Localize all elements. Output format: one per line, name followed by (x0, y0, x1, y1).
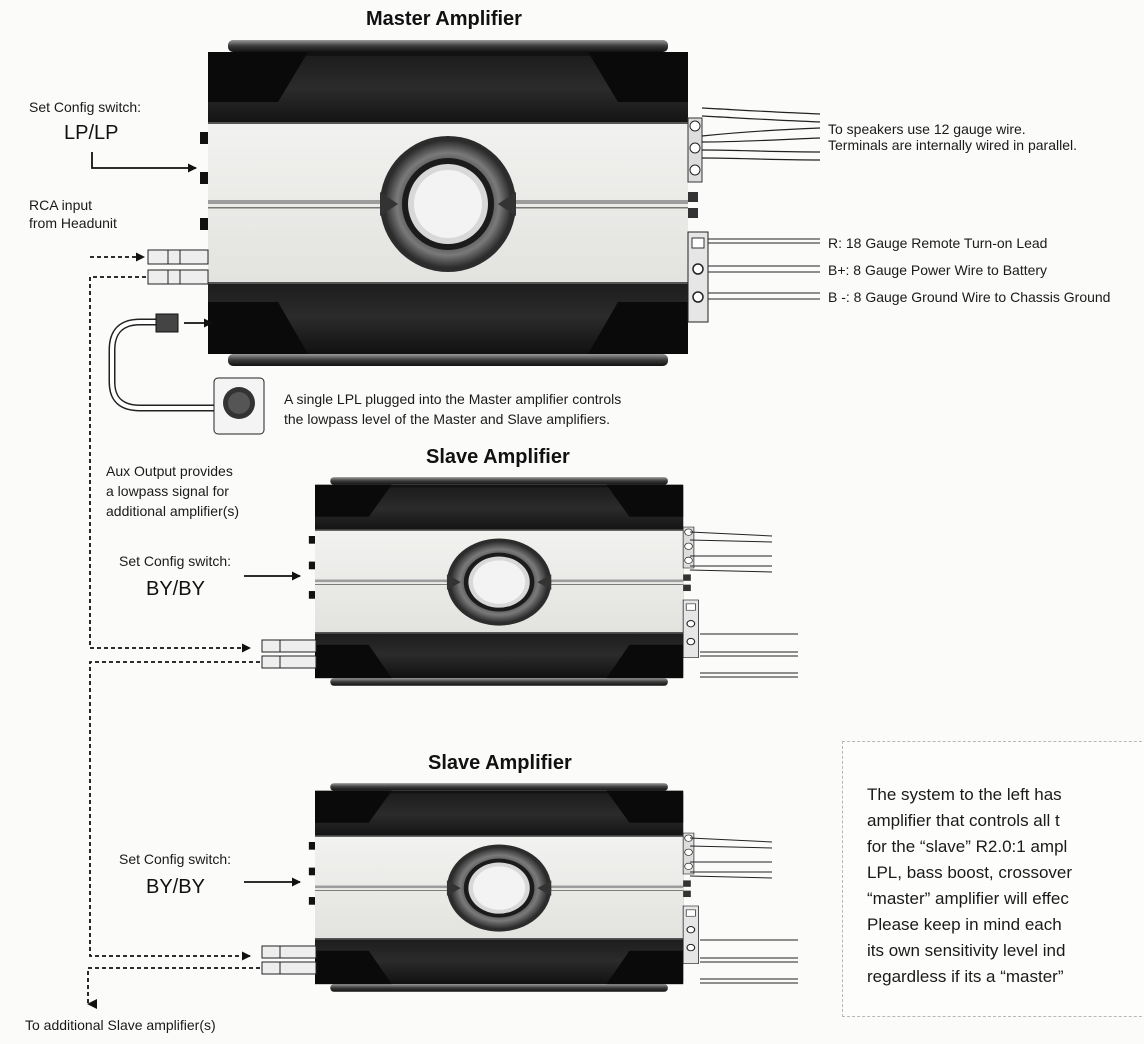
slave-1-rca-jacks (261, 639, 317, 669)
remote-lead-label: R: 18 Gauge Remote Turn-on Lead (828, 235, 1048, 251)
aux-note-line-3: additional amplifier(s) (106, 503, 240, 519)
note-line: for the “slave” R2.0:1 ampl (867, 837, 1068, 856)
master-config-value: LP/LP (64, 122, 119, 144)
ground-wire-label: B -: 8 Gauge Ground Wire to Chassis Grou… (828, 289, 1111, 305)
slave-2-rca-jacks (261, 945, 317, 975)
slave-amplifier-2-body (308, 782, 700, 993)
slave-1-aux-dashed-path (89, 661, 260, 961)
note-line: amplifier that controls all t (867, 811, 1060, 830)
rca-input-label-line-1: RCA input (29, 197, 93, 213)
slave-2-config-value: BY/BY (146, 876, 205, 898)
aux-output-dashed-path (89, 276, 251, 653)
footer-note: To additional Slave amplifier(s) (25, 1017, 216, 1033)
slave-2-aux-dashed-path (87, 967, 260, 1009)
rca-input-label-line-2: from Headunit (29, 215, 117, 231)
speaker-note-line-2: Terminals are internally wired in parall… (828, 137, 1077, 153)
battery-wire-label: B+: 8 Gauge Power Wire to Battery (828, 262, 1048, 278)
lpl-remote-knob (108, 313, 265, 435)
slave-1-config-value: BY/BY (146, 578, 205, 600)
slave-amplifier-2-title: Slave Amplifier (428, 752, 572, 774)
aux-note-line-2: a lowpass signal for (106, 483, 229, 499)
lpl-note-line-2: the lowpass level of the Master and Slav… (284, 411, 611, 427)
master-speaker-wires (701, 107, 821, 161)
lpl-note-line-1: A single LPL plugged into the Master amp… (284, 391, 622, 407)
system-note-box: The system to the left has amplifier tha… (842, 741, 1144, 1017)
config-arrow-master (91, 152, 197, 173)
slave-2-config-label: Set Config switch: (119, 851, 232, 867)
slave-1-power-wires (700, 633, 798, 678)
slave-amplifier-1-body (308, 476, 700, 687)
aux-note-line-1: Aux Output provides (106, 463, 233, 479)
slave-2-speaker-wires (689, 837, 773, 879)
note-line: its own sensitivity level ind (867, 941, 1066, 960)
note-line: LPL, bass boost, crossover (867, 863, 1073, 882)
note-line: Please keep in mind each (867, 915, 1062, 934)
note-line: “master” amplifier will effec (867, 889, 1069, 908)
slave-1-config-label: Set Config switch: (119, 553, 232, 569)
master-rca-jacks (147, 249, 209, 285)
slave-2-power-wires (700, 939, 798, 984)
master-config-label: Set Config switch: (29, 99, 142, 115)
note-line: The system to the left has (867, 785, 1062, 804)
note-line: regardless if its a “master” (867, 967, 1064, 986)
master-power-wires (708, 238, 820, 300)
slave-1-speaker-wires (689, 531, 773, 573)
master-amplifier-body (199, 39, 709, 367)
master-amplifier-title: Master Amplifier (366, 8, 522, 30)
speaker-note-line-1: To speakers use 12 gauge wire. (828, 121, 1026, 137)
slave-amplifier-1-title: Slave Amplifier (426, 446, 570, 468)
